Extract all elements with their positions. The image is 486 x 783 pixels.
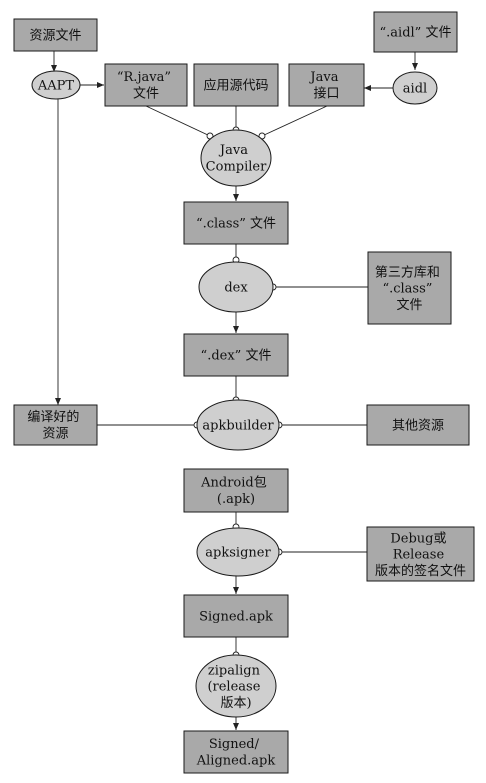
box-java-interface: Java 接口 bbox=[288, 63, 365, 107]
svg-text:其他资源: 其他资源 bbox=[392, 419, 444, 434]
box-r-java: “R.java” 文件 bbox=[104, 63, 188, 107]
svg-text:Signed/ Aligned.apk: Signed/ Aligned.apk bbox=[196, 737, 276, 768]
node-apksigner: apksigner bbox=[196, 527, 280, 577]
box-third-party-libs: 第三方库和 “.class” 文件 bbox=[367, 251, 452, 325]
box-signature-file: Debug或 Release 版本的签名文件 bbox=[366, 526, 475, 582]
node-aidl: aidl bbox=[392, 71, 438, 105]
box-aligned-apk: Signed/ Aligned.apk bbox=[183, 730, 289, 774]
box-class-files: “.class” 文件 bbox=[183, 201, 289, 245]
svg-text:Java Compiler: Java Compiler bbox=[206, 143, 267, 174]
svg-text:第三方库和 “.class” 文件: 第三方库和 “.class” 文件 bbox=[375, 264, 444, 313]
box-android-package: Android包 (.apk) bbox=[183, 468, 289, 513]
node-zipalign: zipalign (release 版本) bbox=[195, 654, 277, 718]
box-compiled-resources: 编译好的 资源 bbox=[13, 404, 98, 446]
svg-text:Debug或 Release 版本的: Debug或 Release 版本的签名文件 bbox=[375, 531, 466, 579]
box-resource-files: 资源文件 bbox=[13, 18, 98, 52]
svg-text:apksigner: apksigner bbox=[205, 546, 271, 561]
node-dex: dex bbox=[198, 261, 274, 313]
connector-lines bbox=[51, 51, 418, 730]
svg-text:aidl: aidl bbox=[403, 82, 427, 97]
svg-text:资源文件: 资源文件 bbox=[29, 29, 81, 44]
edge-rjava-javac bbox=[145, 105, 211, 137]
box-dex-files: “.dex” 文件 bbox=[183, 333, 289, 377]
node-java-compiler: Java Compiler bbox=[200, 129, 272, 187]
svg-text:Java 接口: Java 接口 bbox=[308, 70, 342, 101]
svg-text:“.dex” 文件: “.dex” 文件 bbox=[201, 349, 272, 364]
svg-text:编译好的 资源: 编译好的 资源 bbox=[27, 409, 83, 441]
box-other-resources: 其他资源 bbox=[366, 404, 470, 446]
box-signed-apk: Signed.apk bbox=[183, 594, 289, 638]
svg-text:Signed.apk: Signed.apk bbox=[199, 610, 273, 625]
svg-text:AAPT: AAPT bbox=[37, 79, 75, 94]
svg-text:dex: dex bbox=[224, 281, 248, 296]
svg-text:“.aidl” 文件: “.aidl” 文件 bbox=[380, 26, 452, 41]
svg-text:zipalign (release: zipalign (release 版本) bbox=[207, 663, 264, 711]
box-app-source: 应用源代码 bbox=[193, 63, 279, 107]
svg-text:应用源代码: 应用源代码 bbox=[203, 78, 268, 94]
node-aapt: AAPT bbox=[31, 70, 81, 100]
node-apkbuilder: apkbuilder bbox=[196, 399, 280, 451]
svg-text:apkbuilder: apkbuilder bbox=[202, 419, 274, 434]
box-aidl-files: “.aidl” 文件 bbox=[373, 11, 458, 53]
svg-text:“R.java” 文件: “R.java” 文件 bbox=[117, 70, 175, 101]
svg-text:“.class” 文件: “.class” 文件 bbox=[196, 217, 276, 232]
edge-javaif-javac bbox=[261, 105, 328, 137]
svg-text:Android包 (.apk): Android包 (.apk) bbox=[200, 476, 271, 507]
